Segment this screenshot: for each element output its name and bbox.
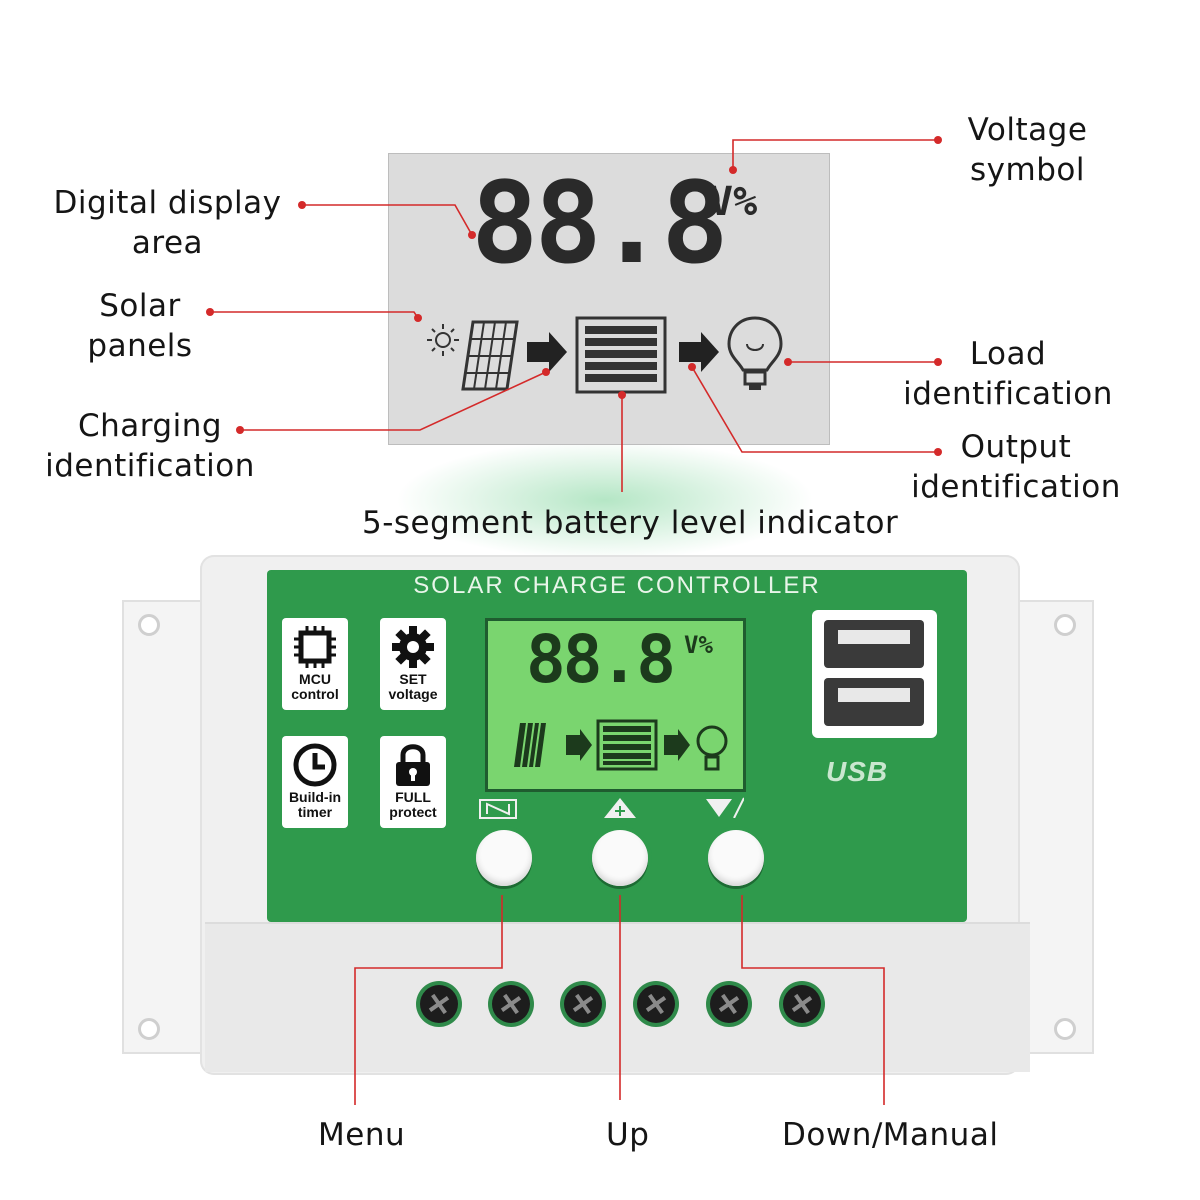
leader-dot <box>934 358 942 366</box>
callout-battery-indicator: 5-segment battery level indicator <box>362 505 899 541</box>
leader-dot <box>934 136 942 144</box>
leader-dot <box>688 363 696 371</box>
tile-mcu-control: MCU control <box>282 618 348 710</box>
leader-dot <box>298 201 306 209</box>
callout-solar-panels-line2: panels <box>87 328 193 364</box>
leader-dot <box>729 166 737 174</box>
callout-solar-panels-line1: Solar <box>99 288 181 324</box>
lcd-display-enlarged: 88.8 V% <box>388 153 830 445</box>
chip-icon <box>294 626 336 668</box>
terminal-screw <box>564 985 602 1023</box>
menu-symbol-icon <box>479 799 517 819</box>
mounting-hole <box>1054 1018 1076 1040</box>
usb-label: USB <box>826 756 889 787</box>
mounting-hole <box>138 614 160 636</box>
callout-charging-line1: Charging <box>77 408 223 444</box>
leader-down <box>741 895 885 1105</box>
mounting-hole <box>1054 614 1076 636</box>
usb-port-housing <box>812 610 937 738</box>
tile-mcu-line1: MCU <box>299 671 331 687</box>
controller-title: SOLAR CHARGE CONTROLLER <box>413 572 821 599</box>
left-mounting-flange <box>122 600 206 1054</box>
leader-dot <box>934 448 942 456</box>
tile-set-line2: voltage <box>388 686 438 702</box>
terminal-screw <box>492 985 530 1023</box>
leader-dot <box>206 308 214 316</box>
lcd-display-device: 88.8 V% <box>485 618 746 792</box>
device-display-digits: 88.8 <box>526 621 676 698</box>
load-bulb-icon <box>727 316 783 390</box>
lcd-backlight-glow <box>395 440 815 560</box>
leader-dot <box>542 368 550 376</box>
terminal-screw <box>783 985 821 1023</box>
leader-dot <box>236 426 244 434</box>
callout-load: Load identification <box>892 334 1124 414</box>
callout-digital-display-line1: Digital display <box>53 185 282 221</box>
leader-dot <box>618 391 626 399</box>
tile-full-protect: FULL protect <box>380 736 446 828</box>
callout-output-line2: identification <box>911 469 1121 505</box>
up-button[interactable] <box>592 830 648 886</box>
down-manual-button[interactable] <box>708 830 764 886</box>
device-lcd-icons <box>514 719 728 771</box>
callout-voltage-line1: Voltage <box>967 112 1088 148</box>
mounting-hole <box>138 1018 160 1040</box>
tile-timer-line1: Build-in <box>288 789 342 805</box>
clock-icon <box>293 743 337 787</box>
leader-digital-display <box>302 204 473 236</box>
callout-load-line1: Load <box>969 336 1047 372</box>
output-arrow-icon <box>679 332 719 372</box>
terminal-screw <box>637 985 675 1023</box>
menu-button[interactable] <box>476 830 532 886</box>
leader-output <box>691 366 938 453</box>
charging-arrow-icon <box>527 332 567 372</box>
down-manual-icon <box>706 797 744 818</box>
terminal-screw <box>420 985 458 1023</box>
lock-icon <box>396 744 430 786</box>
callout-voltage-symbol: Voltage symbol <box>945 110 1110 190</box>
callout-solar-panels: Solar panels <box>60 286 220 366</box>
callout-charging: Charging identification <box>30 406 270 486</box>
tile-timer-line2: timer <box>297 804 333 820</box>
terminal-screw <box>710 985 748 1023</box>
leader-voltage-symbol <box>732 139 938 170</box>
callout-menu: Menu <box>318 1117 406 1153</box>
tile-build-in-timer: Build-in timer <box>282 736 348 828</box>
leader-dot <box>468 231 476 239</box>
leader-menu <box>354 895 503 1105</box>
callout-down-manual: Down/Manual <box>782 1117 999 1153</box>
leader-dot <box>414 314 422 322</box>
gear-icon <box>392 626 434 668</box>
callout-voltage-line2: symbol <box>970 152 1085 188</box>
up-triangle-icon <box>604 798 636 818</box>
voltage-percent-symbol: V% <box>709 179 758 225</box>
leader-solar-panels <box>210 311 419 319</box>
callout-charging-line2: identification <box>45 448 255 484</box>
terminal-strip <box>205 922 1030 1072</box>
callout-up: Up <box>606 1117 650 1153</box>
tile-set-line1: SET <box>399 671 427 687</box>
tile-protect-line1: FULL <box>395 789 431 805</box>
leader-charging <box>240 371 547 431</box>
tile-set-voltage: SET voltage <box>380 618 446 710</box>
callout-digital-display-line2: area <box>131 225 204 261</box>
usb-port-1[interactable] <box>824 620 924 668</box>
callout-output: Output identification <box>900 427 1132 507</box>
device-voltage-percent-symbol: V% <box>684 631 713 659</box>
callout-digital-display: Digital display area <box>40 183 295 263</box>
leader-dot <box>784 358 792 366</box>
tile-mcu-line2: control <box>291 686 339 702</box>
callout-load-line2: identification <box>903 376 1113 412</box>
solar-panel-icon <box>427 320 519 391</box>
digital-display-digits: 88.8 <box>471 159 729 289</box>
tile-protect-line2: protect <box>389 804 437 820</box>
callout-output-line1: Output <box>960 429 1072 465</box>
usb-port-2[interactable] <box>824 678 924 726</box>
